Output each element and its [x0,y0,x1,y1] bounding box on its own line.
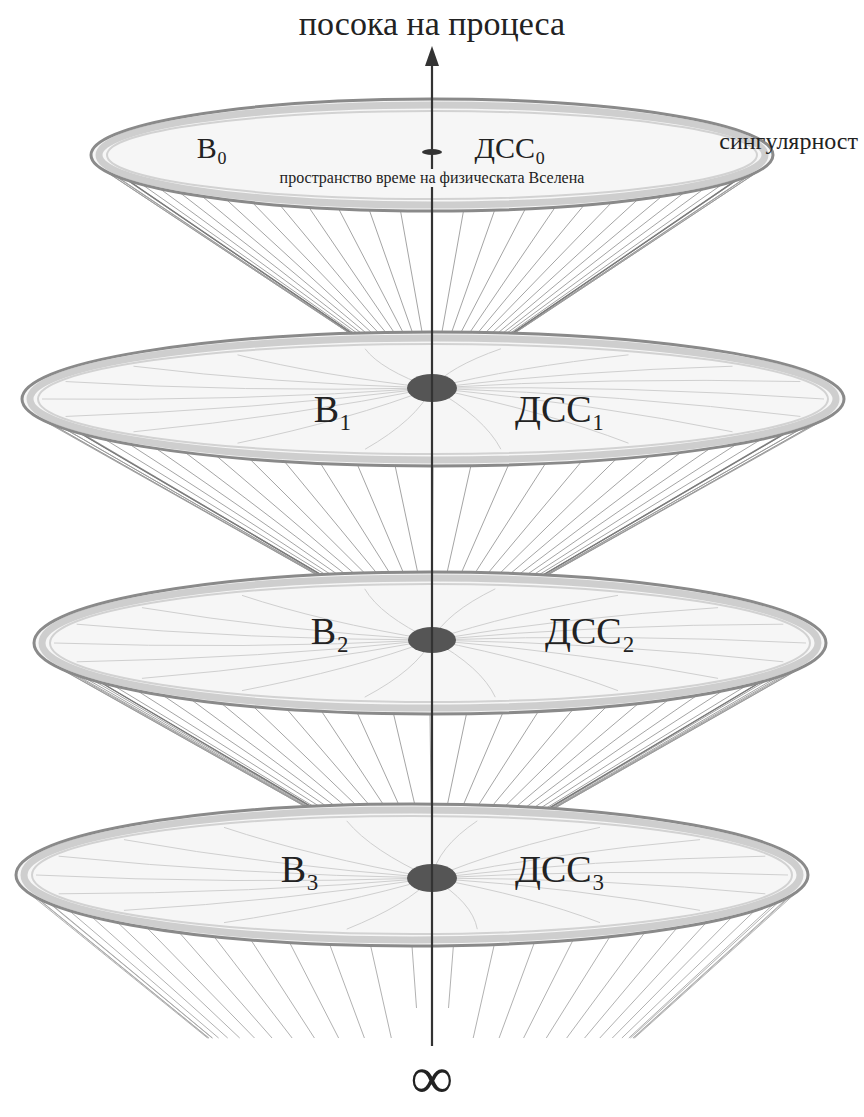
axis-line [431,60,433,1046]
disc-outline [12,800,812,950]
swirl-line [432,872,788,878]
state-label: ДСС₁ [515,388,605,432]
infinity-symbol: ∞ [411,1044,454,1113]
state-label: ДСС₂ [545,610,635,654]
swirl-line [124,878,432,910]
infinity-symbol-holder: ∞ [411,1044,454,1113]
disc-band [42,578,818,708]
swirl-line [77,640,432,662]
swirl-line [54,640,432,646]
swirl-line [432,388,733,432]
universe-label-holder: В₀ [197,131,227,166]
swirl-line [432,388,629,443]
swirl-line [432,380,800,388]
singularity-label-holder: сингулярност [719,128,858,156]
swirl-line [124,840,432,878]
disc-rim [16,804,808,946]
universe-label-holder: В₃ [281,848,320,892]
universe-label: В₀ [197,131,227,166]
state-label-holder: ДСС₀ [475,131,546,166]
swirl-line [224,827,432,878]
swirl-line [66,382,432,390]
state-label-holder: ДСС₃ [515,848,605,892]
spacetime-disc: В₂ ДСС₂ [30,568,830,718]
state-label: ДСС₃ [515,848,605,892]
swirl-line [432,388,800,416]
universe-label-holder: В₂ [311,610,350,654]
swirl-line [133,388,432,432]
process-title: посока на процеса [299,4,565,43]
universe-label: В₁ [314,388,353,432]
swirl-line [432,366,733,388]
disc-band [24,810,800,940]
disc-band [32,816,792,934]
process-title-holder: посока на процеса [299,4,565,43]
universe-label: В₂ [311,610,350,654]
spacetime-caption-holder: пространство време на физическата Вселен… [276,169,589,187]
singularity-label: сингулярност [719,128,858,156]
state-label-holder: ДСС₁ [515,388,605,432]
swirl-line [66,388,432,416]
disc-rim [34,572,826,714]
axis-arrowhead [425,46,439,66]
universe-label: В₃ [281,848,320,892]
swirl-line [77,624,432,640]
disc-band [50,584,810,702]
universe-label-holder: В₁ [314,388,353,432]
swirl-line [238,355,433,388]
swirl-line [133,366,432,388]
disc-outline [30,568,830,718]
swirl-line [432,388,824,399]
swirl-line [142,608,432,640]
state-label-holder: ДСС₂ [545,610,635,654]
swirl-line [36,875,432,881]
spacetime-disc: В₃ ДСС₃ [12,800,812,950]
state-label: ДСС₀ [475,131,546,166]
spacetime-caption: пространство време на физическата Вселен… [276,169,589,187]
swirl-line [42,388,432,399]
